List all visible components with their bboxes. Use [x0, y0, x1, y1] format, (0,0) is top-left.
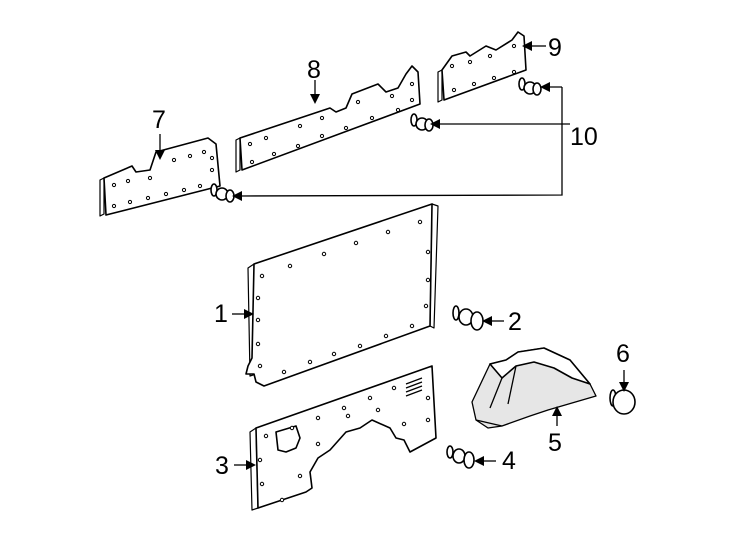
callout-6: 6 — [616, 340, 630, 368]
leader-10 — [232, 82, 570, 201]
part-10-retainer-upper-right — [518, 77, 542, 96]
callout-5: 5 — [548, 429, 562, 457]
part-10-retainer-middle — [410, 113, 434, 132]
leader-5 — [552, 406, 562, 426]
part-8-upper-trim-middle — [235, 65, 421, 173]
part-4-retainer — [446, 445, 475, 469]
part-6-plug — [609, 389, 636, 415]
part-2-retainer — [452, 305, 484, 331]
callout-7: 7 — [152, 106, 166, 134]
callout-2: 2 — [508, 308, 522, 336]
callout-9: 9 — [548, 34, 562, 62]
leader-8 — [310, 80, 320, 104]
part-10-retainer-lower-left — [210, 183, 235, 203]
leader-9 — [522, 41, 546, 51]
callout-1: 1 — [214, 300, 228, 328]
part-3-lower-side-panel — [249, 365, 437, 511]
leader-3 — [234, 460, 256, 470]
callout-8: 8 — [307, 56, 321, 84]
callout-10: 10 — [570, 123, 598, 151]
part-1-upper-side-panel — [245, 203, 439, 387]
callout-3: 3 — [215, 452, 229, 480]
part-7-upper-trim-left — [99, 137, 221, 217]
callout-4: 4 — [502, 447, 516, 475]
leader-7 — [155, 134, 165, 160]
vent-slots — [405, 377, 423, 397]
part-9-upper-trim-right — [437, 31, 527, 103]
leader-1 — [232, 309, 254, 319]
part-5-wheelhouse-cover — [471, 347, 597, 429]
leader-6 — [619, 370, 629, 392]
leader-2 — [482, 316, 504, 326]
leader-4 — [474, 456, 496, 466]
